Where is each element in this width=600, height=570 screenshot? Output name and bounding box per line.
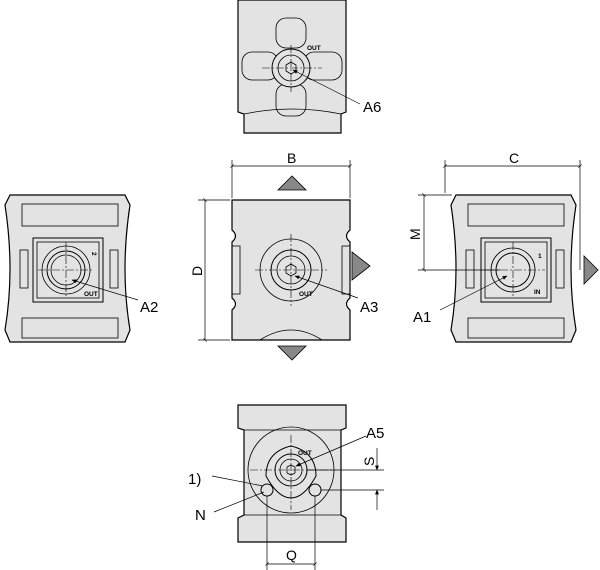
front-view: OUT A3 B D (189, 150, 378, 361)
dim-q-label: Q (286, 547, 297, 563)
callout-note-1: 1) (188, 471, 201, 488)
callout-n: N (195, 507, 206, 524)
left-port-number: 2 (90, 252, 97, 256)
flow-arrow-side-icon (583, 255, 599, 285)
callout-a2: A2 (140, 299, 158, 316)
callout-a6: A6 (363, 99, 381, 116)
bottom-port-out-label: OUT (298, 450, 312, 457)
right-port-in-label: IN (534, 289, 541, 296)
dim-s-label: S (361, 457, 377, 466)
front-port-out-label: OUT (299, 291, 313, 298)
callout-a1: A1 (413, 309, 431, 326)
flow-arrow-up-icon (277, 175, 307, 191)
right-port-number: 1 (538, 253, 542, 260)
left-port-out-label: OUT (84, 291, 98, 298)
dim-b-label: B (287, 150, 296, 166)
dim-c-label: C (509, 150, 519, 166)
flow-arrow-right-icon (351, 251, 371, 281)
bottom-view: OUT A5 1) N S Q (188, 404, 384, 570)
dim-m-label: M (407, 228, 423, 240)
left-view: 2 OUT A2 (4, 194, 158, 343)
dim-d-label: D (189, 266, 205, 276)
callout-a5: A5 (366, 425, 384, 442)
top-port-out-label: OUT (307, 45, 321, 52)
right-view: 1 IN A1 C M (407, 150, 599, 343)
flow-arrow-down-icon (277, 345, 307, 361)
callout-a3: A3 (360, 299, 378, 316)
top-view: OUT A6 (237, 0, 381, 134)
